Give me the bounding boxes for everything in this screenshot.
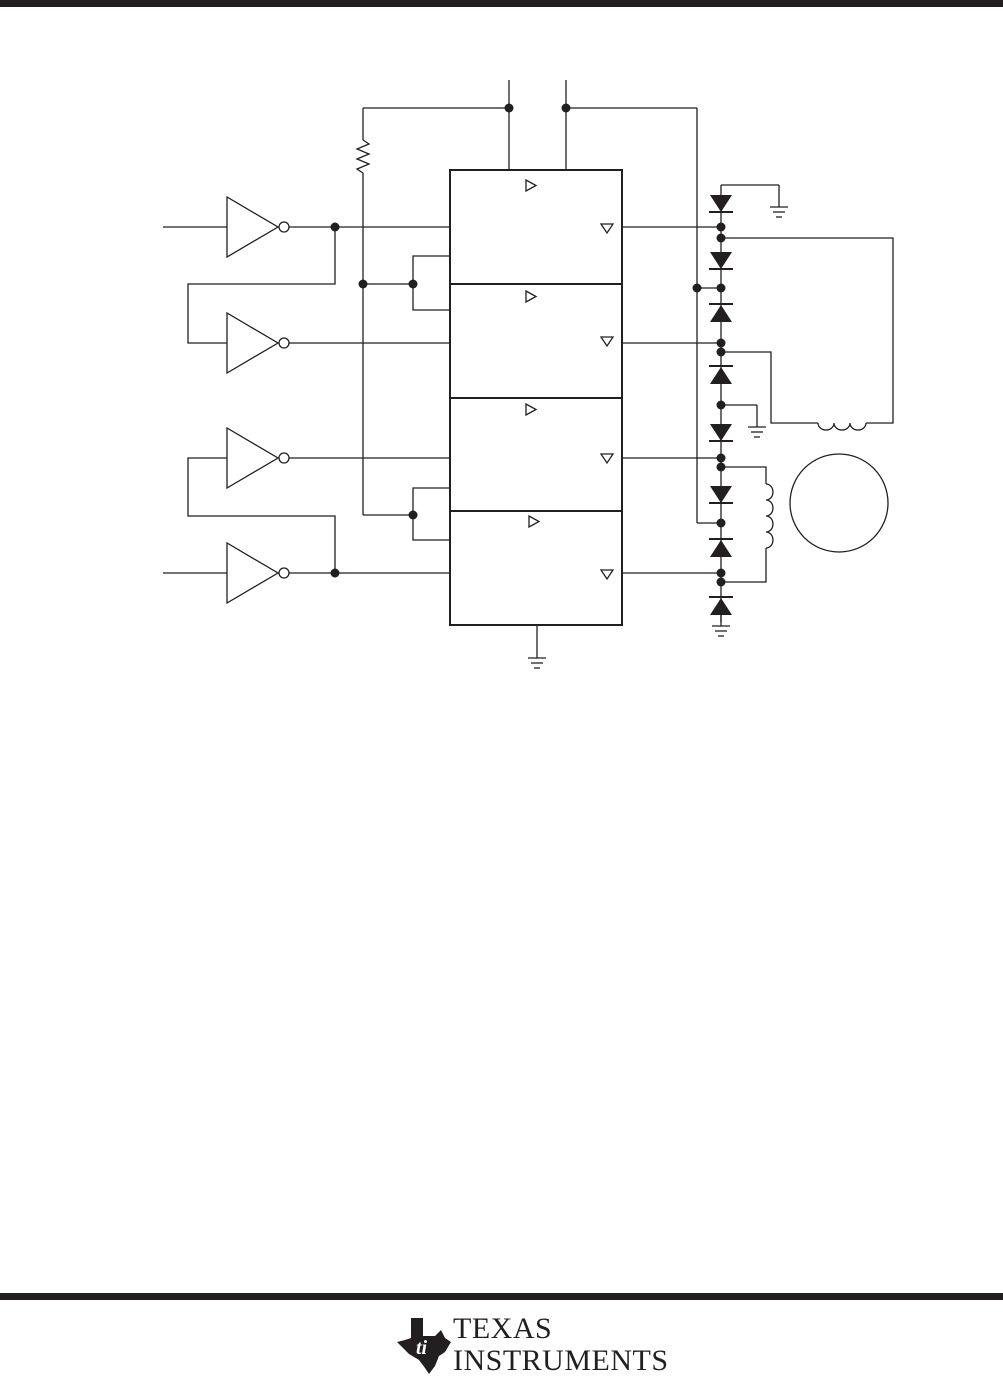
texas-state-ti-logo-icon: ti (395, 1316, 453, 1376)
resistor (357, 108, 413, 515)
clamp-diode-2 (709, 252, 733, 269)
clamp-diode-1 (709, 195, 733, 212)
output-arrow-icon (601, 454, 613, 463)
svg-text:ti: ti (416, 1337, 428, 1359)
brand-name-line1: TEXAS (453, 1314, 552, 1344)
output-arrow-icon (601, 570, 613, 579)
supply-lines (363, 80, 697, 170)
input-arrow-icon (529, 516, 539, 527)
inverter-4 (163, 543, 450, 603)
inductor-winding-horizontal (721, 238, 893, 430)
input-arrow-icon (526, 180, 536, 191)
stepper-motor-driver-schematic (0, 0, 1003, 1300)
motor-circle (790, 454, 888, 552)
enable-bracket-upper (409, 256, 451, 310)
clamp-diode-6 (709, 486, 733, 503)
output-arrow-icon (601, 337, 613, 346)
driver-ic (450, 170, 622, 625)
output-lines (622, 227, 721, 573)
driver-channel-3 (526, 404, 613, 463)
ground-symbol (528, 625, 546, 668)
enable-bracket-lower (409, 488, 451, 540)
inverter-1 (163, 197, 450, 257)
inductor-winding-vertical (721, 467, 773, 582)
ti-logo: ti TEXAS INSTRUMENTS (395, 1312, 610, 1385)
driver-channel-2 (526, 291, 613, 346)
clamp-diode-4 (709, 366, 733, 384)
ground-symbol (712, 615, 730, 636)
clamp-diode-7 (709, 539, 733, 557)
clamp-diode-3 (709, 304, 733, 322)
clamp-diode-8 (709, 597, 733, 615)
header-rule (0, 0, 1003, 7)
input-arrow-icon (526, 291, 536, 302)
footer-rule (0, 1293, 1003, 1300)
ground-symbol (721, 405, 766, 437)
input-arrow-icon (526, 404, 536, 415)
clamp-diode-5 (709, 424, 733, 441)
brand-name-line2: INSTRUMENTS (453, 1346, 669, 1376)
output-arrow-icon (601, 224, 613, 233)
driver-channel-1 (526, 180, 613, 233)
driver-channel-4 (529, 516, 613, 579)
